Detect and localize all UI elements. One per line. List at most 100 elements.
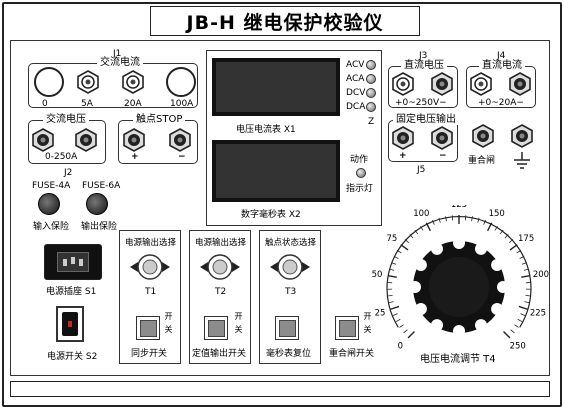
power-socket[interactable] (44, 244, 102, 280)
sync-on-label: 开 (164, 312, 173, 321)
dial-minor-tick (389, 268, 395, 271)
dial-major-tick (425, 222, 432, 232)
t2-selector-switch[interactable] (198, 252, 242, 282)
dial-minor-tick (517, 318, 523, 323)
t2-id: T2 (215, 287, 227, 297)
dc-current-terminal-plus[interactable] (469, 72, 493, 96)
knob-grip-notch (453, 237, 465, 249)
terminal-100a-jack[interactable] (166, 67, 196, 97)
dc-current-title: 直流电流 (479, 60, 525, 71)
dial-minor-tick (483, 219, 486, 225)
dial-minor-tick (477, 217, 480, 223)
knob-grip-notch (431, 319, 443, 332)
dial-minor-tick (499, 229, 504, 235)
stop-contact-group: 触点STOP (118, 114, 198, 164)
fixed-on-label: 开 (234, 312, 243, 321)
term-label-100a: 100A (170, 99, 194, 109)
dc-voltage-terminal-minus[interactable] (430, 72, 454, 96)
dial-tick-label: 150 (489, 209, 505, 219)
ac-voltage-range: 0-250A (45, 152, 78, 162)
fixed-off-label: 关 (234, 325, 243, 334)
mode-aca-led (366, 74, 376, 84)
dial-tick-label: 75 (386, 234, 397, 244)
dial-minor-tick (420, 225, 424, 231)
dial-tick-label: 50 (372, 270, 383, 280)
dial-minor-tick (395, 318, 401, 323)
power-switch-label: 电源开关 S2 (47, 352, 98, 362)
terminal-20a-post[interactable] (121, 70, 145, 94)
dial-minor-tick (516, 250, 522, 254)
display-x1-label: 电压电流表 X1 (236, 125, 296, 135)
sync-switch-button[interactable] (136, 316, 160, 340)
terminal-5a-post[interactable] (76, 70, 100, 94)
knob-grip-notch (475, 319, 487, 332)
dc-voltage-terminal-plus[interactable] (391, 72, 415, 96)
reclose-terminal-left[interactable] (471, 124, 495, 148)
stop-terminal-minus[interactable] (168, 128, 192, 152)
dial-major-tick (503, 331, 511, 339)
j3-id: J3 (419, 51, 428, 61)
page-title: JB-H 继电保护校验仪 (150, 6, 420, 36)
t1-selector-switch[interactable] (128, 252, 172, 282)
t3-selector-switch[interactable] (268, 252, 312, 282)
dial-tick-label: 225 (530, 309, 546, 319)
input-fuse-knob[interactable] (38, 193, 60, 215)
dial-major-tick (390, 305, 400, 310)
ac-current-title: 交流电流 (97, 57, 143, 68)
mode-dca-led (366, 102, 376, 112)
j4-id: J4 (497, 51, 506, 61)
mode-acv-label: ACV (346, 60, 365, 70)
fixed-voltage-terminal-plus[interactable] (391, 126, 415, 150)
terminal-0-jack[interactable] (34, 67, 64, 97)
selector-box-t3 (259, 230, 321, 364)
mode-z-label: Z (368, 117, 375, 127)
term-label-0: 0 (42, 99, 48, 109)
dial-minor-tick (514, 324, 519, 328)
j1-id: J1 (113, 49, 122, 59)
dc-current-terminal-minus[interactable] (508, 72, 532, 96)
ac-voltage-terminal-left[interactable] (31, 128, 55, 152)
output-fuse-knob[interactable] (86, 193, 108, 215)
timer-reset-button[interactable] (275, 316, 299, 340)
dial-tick-label: 125 (451, 205, 467, 210)
dial-minor-tick (391, 262, 397, 265)
fixed-plus-label: + (399, 151, 407, 161)
selector-box-t2 (189, 230, 251, 364)
dial-minor-tick (524, 301, 530, 304)
dial-major-tick (407, 331, 415, 339)
reclose-switch-label: 重合闸开关 (329, 349, 375, 359)
dial-knob[interactable] (409, 237, 509, 337)
fixed-voltage-group: 固定电压输出 (388, 114, 459, 162)
mode-aca-label: ACA (346, 74, 365, 84)
fixed-output-switch-button[interactable] (204, 316, 228, 340)
dial-minor-tick (432, 219, 435, 225)
knob-grip-notch (414, 303, 427, 315)
dial-minor-tick (504, 234, 509, 239)
dial-minor-tick (521, 262, 527, 265)
knob-grip-notch (491, 303, 504, 315)
dc-current-group: 直流电流 (466, 60, 536, 108)
dial-minor-tick (471, 216, 473, 222)
dial-minor-tick (525, 295, 531, 297)
dial-minor-tick (392, 313, 398, 316)
power-switch[interactable] (56, 306, 84, 342)
dc-voltage-group: 直流电压 (388, 60, 458, 108)
ground-terminal[interactable] (510, 124, 534, 148)
ac-voltage-terminal-right[interactable] (74, 128, 98, 152)
ac-voltage-group: 交流电压 (28, 114, 106, 164)
knob-grip-notch (497, 281, 509, 293)
ground-icon (514, 152, 530, 169)
t1-title: 电源输出选择 (125, 238, 177, 248)
dial-tick-label: 250 (510, 342, 526, 352)
reclose-switch-button[interactable] (335, 316, 359, 340)
stop-terminal-plus[interactable] (122, 128, 146, 152)
stop-minus-label: − (178, 152, 186, 162)
display-x2-label: 数字毫秒表 X2 (241, 210, 301, 220)
sync-off-label: 关 (164, 325, 173, 334)
dial-minor-tick (399, 324, 404, 328)
dial-minor-tick (508, 239, 514, 243)
fuse-in-rating: FUSE-4A (32, 181, 71, 191)
fixed-voltage-terminal-minus[interactable] (430, 126, 454, 150)
dial-major-tick (486, 222, 493, 232)
